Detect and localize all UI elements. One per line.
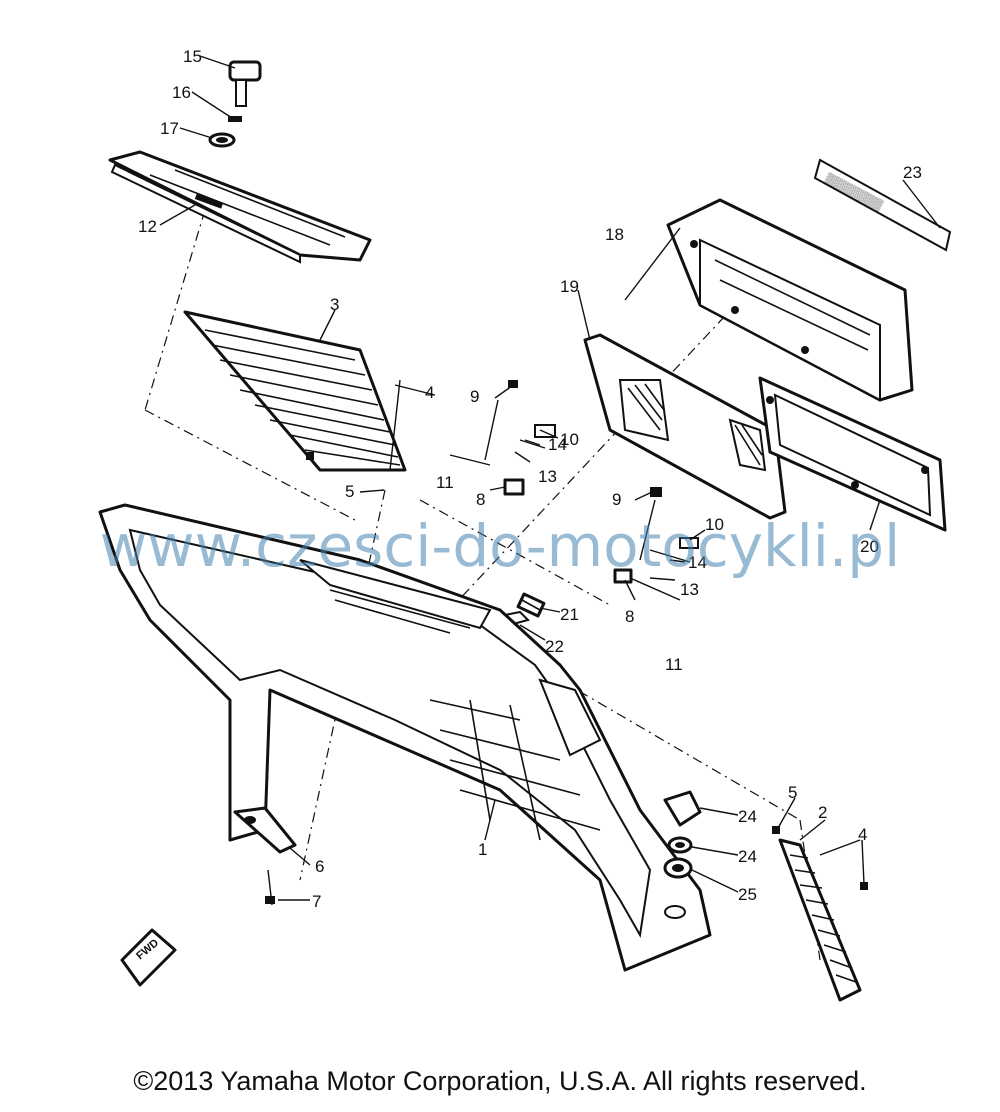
leader-lines [159,55,941,901]
callout-14b: 14 [688,553,707,572]
hardware-upper-cluster [449,380,556,496]
callout-24: 24 [738,807,757,826]
part-15-17-lock-assembly [208,60,262,148]
callout-5b: 5 [788,783,797,802]
callout-12: 12 [138,217,157,236]
callout-labels: 15 16 17 12 3 4 5 9 10 14 13 11 8 18 19 … [138,47,922,911]
callout-2: 2 [818,803,827,822]
callout-24b: 24 [738,847,757,866]
callout-10: 10 [560,430,579,449]
callout-25: 25 [738,885,757,904]
callout-3: 3 [330,295,339,314]
callout-1: 1 [478,840,487,859]
callout-7: 7 [312,892,321,911]
callout-8: 8 [476,490,485,509]
callout-17: 17 [160,119,179,138]
callout-15: 15 [183,47,202,66]
callout-23: 23 [903,163,922,182]
part-24-25-dampers [663,790,702,879]
callout-20: 20 [860,537,879,556]
fwd-emblem: FWD [120,928,177,987]
callout-6: 6 [315,857,324,876]
callout-9b: 9 [612,490,621,509]
callout-8b: 8 [625,607,634,626]
callout-18: 18 [605,225,624,244]
callout-21: 21 [560,605,579,624]
callout-9: 9 [470,387,479,406]
callout-4: 4 [425,383,434,402]
callout-13b: 13 [680,580,699,599]
part-23-emblem: ▒▒▒▒▒▒▒▒ [813,158,952,252]
part-6-7-bracket [233,806,297,906]
part-20-gasket [758,376,947,532]
callout-5: 5 [345,482,354,501]
callout-16: 16 [172,83,191,102]
part-1-tail-cowl [98,503,712,972]
hardware-lower-cluster [613,487,699,601]
part-19-panel [583,333,787,520]
callout-11b: 11 [665,655,683,674]
callout-10b: 10 [705,515,724,534]
part-3-tail-lens [183,310,407,472]
callout-13: 13 [538,467,557,486]
part-2-side-lens [772,826,868,1002]
copyright-notice: ©2013 Yamaha Motor Corporation, U.S.A. A… [133,1066,867,1096]
callout-19: 19 [560,277,579,296]
callout-4b: 4 [858,825,867,844]
part-18-rear-box [666,198,914,402]
part-12-tail-top-cover [108,150,372,264]
callout-22: 22 [545,637,564,656]
callout-11: 11 [436,473,454,492]
callout-14: 14 [548,435,567,454]
